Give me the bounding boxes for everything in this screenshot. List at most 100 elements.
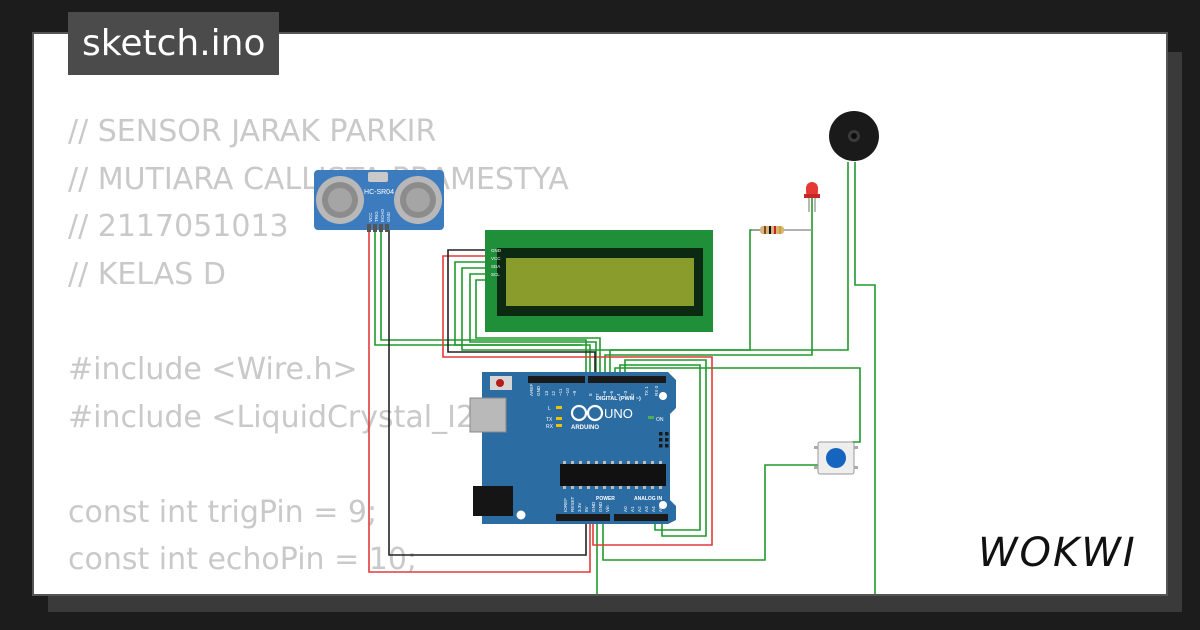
file-name-tab[interactable]: sketch.ino	[68, 12, 280, 75]
led-rx-label: RX	[546, 424, 554, 430]
on-label: ON	[656, 417, 664, 423]
ultrasonic-sensor[interactable]: HC-SR04 VCC TRIG ECHO GND	[314, 170, 444, 232]
code-line: // SENSOR JARAK PARKIR	[68, 114, 437, 149]
logo-text: WOKWI	[978, 530, 1137, 576]
arduino-infinity-icon	[570, 404, 604, 422]
board-brand-label: ARDUINO	[571, 425, 599, 431]
analog-pin-label: A4	[651, 506, 656, 512]
sensor-pin-label: TRIG	[374, 211, 379, 222]
wire-green	[619, 364, 701, 531]
project-preview-card[interactable]: // SENSOR JARAK PARKIR// MUTIARA CALLIST…	[34, 34, 1166, 594]
header-power	[556, 514, 610, 521]
sensor-model-label: HC-SR04	[364, 189, 394, 196]
sensor-pin[interactable]	[379, 224, 383, 232]
pin-label: 4	[616, 393, 621, 396]
power-pin-label: RESET	[570, 496, 575, 512]
pin-label: ~5	[609, 390, 614, 396]
wire-green	[609, 162, 849, 378]
led-rx	[556, 424, 562, 427]
code-line: const int echoPin = 10;	[68, 542, 418, 578]
code-line: // 2117051013	[68, 209, 289, 245]
wire-green	[624, 359, 707, 537]
mount-hole	[659, 501, 667, 509]
arduino-uno[interactable]: AREF GND 13 12 ~11 ~10 ~9 8 7 ~6 ~5 4 ~3…	[469, 372, 676, 524]
power-pin-label: 5V	[584, 505, 589, 512]
analog-pin-label: A3	[644, 506, 649, 512]
buzzer[interactable]	[829, 111, 879, 161]
header-digital-low	[588, 376, 666, 383]
sensor-pin[interactable]	[373, 224, 377, 232]
pin-label: ~3	[623, 390, 628, 396]
mount-hole	[659, 392, 667, 400]
lcd-pin-label: SCL	[491, 272, 500, 277]
push-button[interactable]	[814, 441, 858, 475]
wire-green	[454, 261, 582, 346]
header-digital-high	[528, 376, 585, 383]
led-l-label: L	[548, 406, 551, 412]
pin-label: ~11	[558, 388, 563, 396]
power-jack	[473, 486, 513, 516]
wire-green	[614, 367, 861, 443]
pin-label: ~10	[565, 388, 570, 396]
wire-green	[469, 273, 597, 378]
power-pin-label: 3.3V	[577, 502, 582, 512]
power-label: POWER	[596, 496, 615, 502]
wire-green	[604, 196, 813, 378]
circuit-diagram[interactable]: HC-SR04 VCC TRIG ECHO GND GND VCC SDA SC…	[34, 34, 1166, 594]
sensor-pin-label: GND	[386, 211, 391, 222]
pin-label: ~9	[572, 390, 577, 396]
sensor-pin-label: VCC	[368, 212, 373, 222]
power-led	[648, 416, 654, 419]
code-line: // KELAS D	[68, 256, 226, 292]
pin-label: ~6	[602, 390, 607, 396]
wire-green	[380, 230, 587, 378]
power-pin-label: GND	[591, 501, 596, 512]
code-line: const int buzzerPin = 8;	[68, 584, 569, 594]
led-l	[556, 406, 562, 409]
lcd-pin-label: SDA	[491, 264, 500, 269]
pin-label: 8	[588, 393, 593, 396]
wire-black	[447, 249, 596, 378]
wire-black	[388, 230, 587, 556]
led-red[interactable]	[804, 182, 820, 212]
led-tx-label: TX	[546, 417, 553, 423]
resistor[interactable]	[752, 226, 812, 234]
analog-pin-label: A5	[658, 506, 663, 512]
pin-label: 7	[595, 393, 600, 396]
lcd-pin-label: VCC	[491, 256, 501, 261]
led-tx	[556, 417, 562, 420]
wire-red	[368, 230, 591, 573]
code-line: #include <Wire.h>	[68, 351, 358, 387]
wire-green	[475, 279, 601, 378]
usb-port	[469, 397, 507, 433]
wire-green	[602, 464, 822, 561]
lcd-screen	[506, 258, 694, 306]
lcd-display[interactable]: GND VCC SDA SCL	[485, 230, 713, 332]
board-model-label: UNO	[604, 406, 633, 421]
icsp-header	[659, 432, 669, 448]
analog-label: ANALOG IN	[634, 496, 662, 502]
analog-pin-label: A0	[623, 506, 628, 512]
sensor-pin-label: ECHO	[380, 208, 385, 222]
pin-label: TX 1	[644, 386, 649, 396]
pin-label: 12	[551, 390, 556, 396]
sensor-crystal	[368, 172, 388, 182]
code-line: const int trigPin = 9;	[68, 494, 378, 530]
lcd-pin-label: GND	[491, 248, 502, 253]
pin-label: GND	[536, 385, 541, 396]
digital-label: DIGITAL (PWM ~)	[596, 396, 641, 402]
sensor-pin[interactable]	[385, 224, 389, 232]
wire-green	[854, 162, 876, 594]
atmega-chip	[560, 464, 666, 486]
analog-pin-label: A2	[637, 506, 642, 512]
power-pin-label: Vin	[605, 505, 610, 512]
mount-hole	[516, 510, 526, 520]
pin-label: 2	[630, 393, 635, 396]
sensor-pin[interactable]	[367, 224, 371, 232]
reset-button[interactable]	[496, 379, 504, 387]
power-pin-label: IOREF	[563, 498, 568, 512]
power-pin-label: GND	[598, 501, 603, 512]
wire-red	[442, 255, 713, 546]
pin-label: RX 0	[654, 385, 659, 396]
button-cap[interactable]	[826, 448, 846, 468]
